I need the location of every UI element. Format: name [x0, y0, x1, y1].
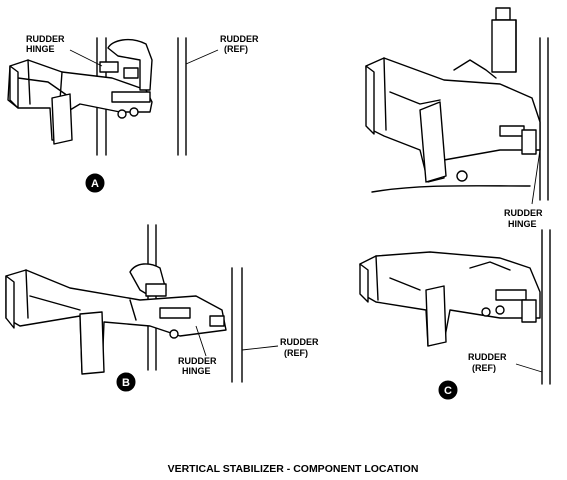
callout-label: RUDDER [178, 356, 217, 366]
callout-label: RUDDER [220, 34, 259, 44]
callout-label: (REF) [284, 348, 308, 358]
view-badge [116, 372, 136, 392]
actuator-column [491, 19, 517, 73]
callout-label: RUDDER [280, 337, 319, 347]
view-c: RUDDER HINGE RUDDER (REF) C [359, 7, 551, 400]
view-badge-label: C [444, 385, 452, 397]
view-badge-label: A [91, 178, 99, 190]
callout-label: HINGE [26, 44, 55, 54]
callout-label: (REF) [224, 44, 248, 54]
callout-label: (REF) [472, 363, 496, 373]
view-badge [438, 380, 458, 400]
callout-label: RUDDER [504, 208, 543, 218]
view-a: RUDDER HINGE RUDDER (REF) A [7, 34, 259, 193]
hinge-bracket [5, 269, 227, 373]
figure-title: VERTICAL STABILIZER - COMPONENT LOCATION [168, 463, 419, 475]
callout-label: HINGE [508, 219, 537, 229]
callout-label: RUDDER [468, 352, 507, 362]
callout-label: RUDDER [26, 34, 65, 44]
hinge-fitting [107, 38, 153, 91]
view-badge [85, 173, 105, 193]
hinge-bracket-lower [359, 251, 541, 347]
hinge-bracket [365, 57, 541, 183]
view-badge-label: B [122, 377, 130, 389]
callout-label: HINGE [182, 366, 211, 376]
hinge-bracket [7, 59, 153, 141]
view-b: RUDDER (REF) RUDDER HINGE B [5, 224, 319, 392]
